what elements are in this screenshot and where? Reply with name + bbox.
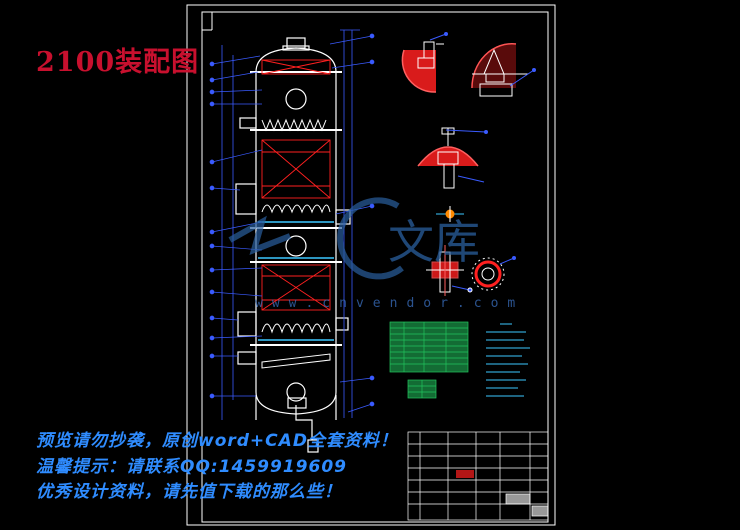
detail-view-c xyxy=(417,127,488,189)
liquid-distributors xyxy=(261,118,331,369)
watermark-logo xyxy=(228,197,404,280)
notice-line-1: 预览请勿抄袭，原创word+CAD全套资料！ xyxy=(36,431,398,451)
outer-frame xyxy=(186,4,556,526)
detail-view-a xyxy=(401,32,448,93)
detail-view-f xyxy=(471,256,516,291)
technical-notes xyxy=(486,323,530,397)
leader-lines xyxy=(209,33,375,413)
detail-view-b xyxy=(471,43,536,97)
detail-view-e xyxy=(426,245,473,296)
notice-line-3: 优秀设计资料，请先值下载的那么些！ xyxy=(36,482,342,502)
notice-line-2: 温馨提示：请联系QQ:1459919609 xyxy=(36,457,347,477)
nozzle-table xyxy=(389,321,469,399)
watermark-text: 文库 xyxy=(388,215,480,269)
packing-beds xyxy=(261,59,331,311)
title-block xyxy=(407,431,549,521)
dimension-lines xyxy=(221,29,360,420)
drawing-title: 2100装配图 xyxy=(36,47,200,78)
detail-view-d xyxy=(436,206,464,222)
vessel-column xyxy=(235,37,351,453)
inner-frame xyxy=(201,11,549,523)
support-grids xyxy=(258,221,334,341)
watermark-url: www.cnvendor.com xyxy=(255,296,525,311)
